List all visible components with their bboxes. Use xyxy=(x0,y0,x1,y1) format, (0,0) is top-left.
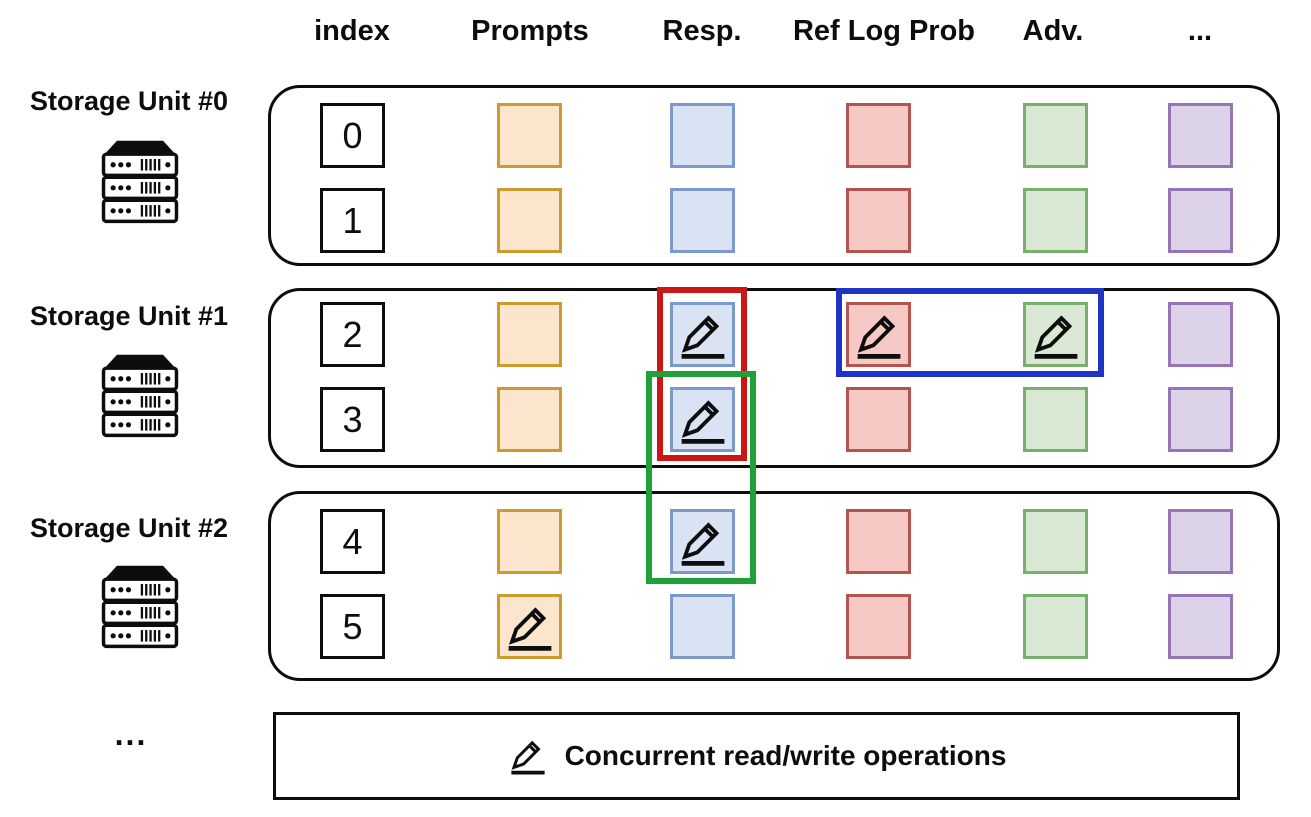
index-cell: 0 xyxy=(320,103,385,168)
column-header-ellipsis: ... xyxy=(1187,15,1213,47)
cell-adv xyxy=(1023,387,1088,452)
cell-extra xyxy=(1168,387,1233,452)
server-icon xyxy=(92,138,188,228)
pencil-icon xyxy=(681,521,724,566)
cell-ref xyxy=(846,302,911,367)
cell-adv xyxy=(1023,103,1088,168)
index-cell: 2 xyxy=(320,302,385,367)
pencil-icon xyxy=(508,606,551,651)
pencil-icon xyxy=(510,740,545,775)
cell-ref xyxy=(846,188,911,253)
pencil-icon xyxy=(507,735,549,777)
cell-resp xyxy=(670,387,735,452)
cell-resp xyxy=(670,103,735,168)
server-icon xyxy=(92,352,188,442)
index-cell: 4 xyxy=(320,509,385,574)
column-header-adv: Adv. xyxy=(1022,15,1084,47)
legend: Concurrent read/write operations xyxy=(273,712,1240,800)
pencil-icon xyxy=(857,314,900,359)
pencil-icon xyxy=(681,314,724,359)
cell-prompts xyxy=(497,594,562,659)
cell-ref xyxy=(846,594,911,659)
column-header-prompts: Prompts xyxy=(471,15,589,47)
cell-extra xyxy=(1168,188,1233,253)
cell-adv xyxy=(1023,509,1088,574)
cell-resp xyxy=(670,302,735,367)
index-cell: 3 xyxy=(320,387,385,452)
highlight-blue-box xyxy=(836,288,1104,377)
cell-adv xyxy=(1023,302,1088,367)
cell-ref xyxy=(846,387,911,452)
cell-prompts xyxy=(497,103,562,168)
column-header-resp: Resp. xyxy=(662,15,742,47)
storage-unit-1-container xyxy=(268,288,1280,468)
server-icon xyxy=(92,563,188,653)
storage-unit-2-container xyxy=(268,491,1280,681)
server-icon xyxy=(101,354,179,438)
cell-prompts xyxy=(497,302,562,367)
cell-ref xyxy=(846,103,911,168)
server-icon xyxy=(101,140,179,224)
index-cell: 5 xyxy=(320,594,385,659)
pencil-icon xyxy=(681,399,724,444)
storage-unit-0-label: Storage Unit #0 xyxy=(30,86,229,116)
storage-unit-1-label: Storage Unit #1 xyxy=(30,301,229,331)
pencil-icon xyxy=(1034,314,1077,359)
cell-adv xyxy=(1023,594,1088,659)
cell-adv xyxy=(1023,188,1088,253)
cell-extra xyxy=(1168,594,1233,659)
column-header-index: index xyxy=(314,15,390,47)
cell-resp xyxy=(670,594,735,659)
cell-prompts xyxy=(497,509,562,574)
cell-prompts xyxy=(497,387,562,452)
cell-prompts xyxy=(497,188,562,253)
storage-unit-0-container xyxy=(268,85,1280,266)
cell-extra xyxy=(1168,302,1233,367)
cell-ref xyxy=(846,509,911,574)
cell-extra xyxy=(1168,509,1233,574)
bottom-ellipsis: ... xyxy=(114,716,148,752)
cell-resp xyxy=(670,188,735,253)
storage-unit-2-label: Storage Unit #2 xyxy=(30,513,229,543)
cell-resp xyxy=(670,509,735,574)
cell-extra xyxy=(1168,103,1233,168)
column-header-ref-log-prob: Ref Log Prob xyxy=(792,15,976,47)
index-cell: 1 xyxy=(320,188,385,253)
legend-label: Concurrent read/write operations xyxy=(564,740,1007,771)
highlight-green-box xyxy=(646,371,756,584)
server-icon xyxy=(101,565,179,649)
